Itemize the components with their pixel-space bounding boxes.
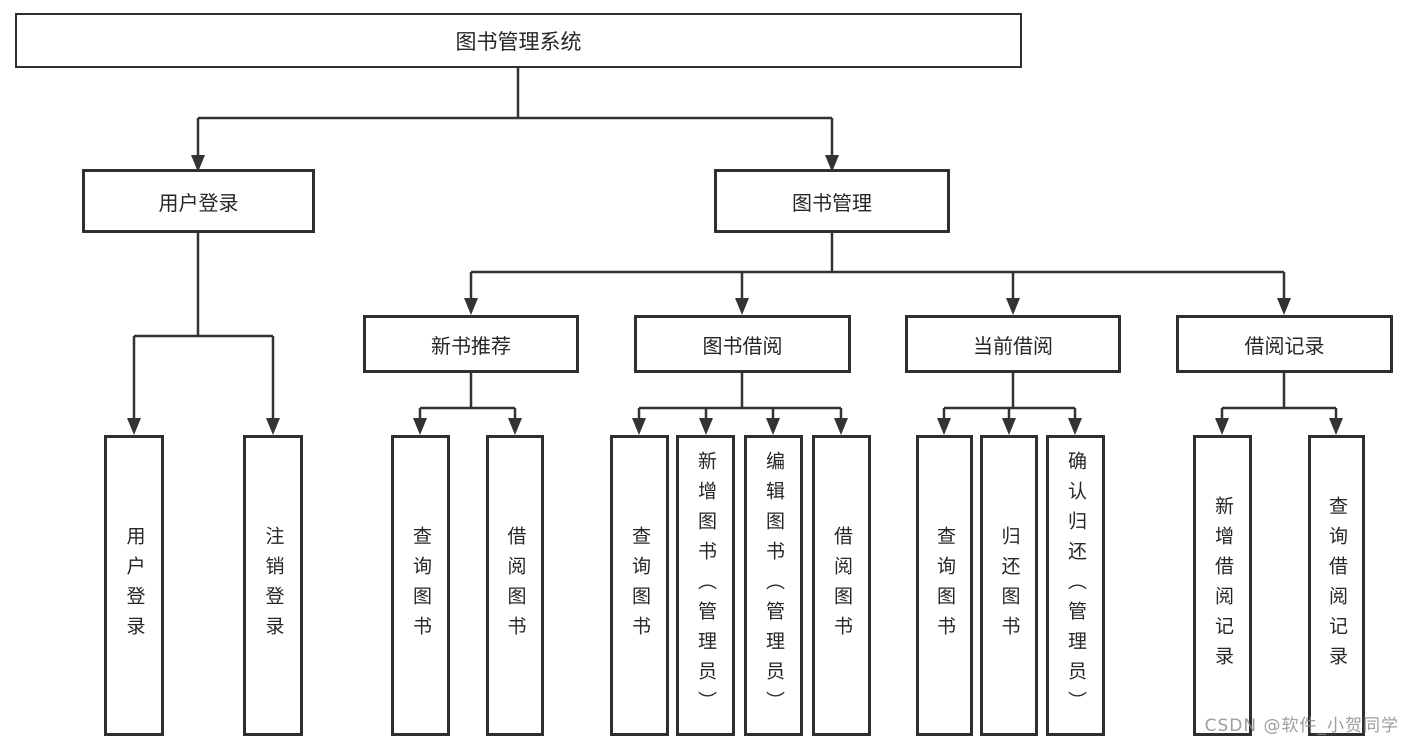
node-label: 当前借阅	[973, 333, 1053, 358]
node-book-borrow: 图书借阅	[634, 315, 851, 373]
leaf-edit-books-admin: 编辑图书（管理员）	[744, 435, 803, 736]
node-label: 借阅图书	[831, 525, 853, 646]
node-label: 确认归还（管理员）	[1065, 450, 1087, 721]
node-label: 查询图书	[934, 525, 956, 646]
node-label: 图书借阅	[702, 333, 783, 358]
node-book-management: 图书管理	[714, 169, 950, 233]
leaf-query-books-2: 查询图书	[610, 435, 669, 736]
node-current-borrow: 当前借阅	[905, 315, 1121, 373]
node-label: 图书管理系统	[455, 29, 582, 54]
node-label: 新书推荐	[431, 333, 511, 358]
leaf-return-books: 归还图书	[980, 435, 1038, 736]
node-label: 图书管理	[792, 190, 872, 215]
leaf-add-borrow-record: 新增借阅记录	[1193, 435, 1252, 736]
leaf-borrow-books-1: 借阅图书	[486, 435, 544, 736]
leaf-confirm-return-admin: 确认归还（管理员）	[1046, 435, 1105, 736]
leaf-query-books-1: 查询图书	[391, 435, 450, 736]
node-user-login: 用户登录	[82, 169, 315, 233]
node-label: 用户登录	[158, 190, 239, 215]
node-label: 归还图书	[998, 525, 1021, 646]
leaf-query-books-3: 查询图书	[916, 435, 973, 736]
node-label: 查询借阅记录	[1326, 495, 1348, 676]
node-label: 用户登录	[123, 525, 146, 646]
node-new-book-recommend: 新书推荐	[363, 315, 579, 373]
leaf-user-login: 用户登录	[104, 435, 164, 736]
leaf-query-borrow-record: 查询借阅记录	[1308, 435, 1365, 736]
leaf-add-books-admin: 新增图书（管理员）	[676, 435, 735, 736]
node-label: 查询图书	[629, 525, 651, 646]
node-label: 借阅图书	[504, 525, 527, 646]
node-label: 新增借阅记录	[1212, 495, 1234, 676]
node-label: 借阅记录	[1244, 333, 1325, 358]
node-label: 查询图书	[410, 525, 432, 646]
node-label: 编辑图书（管理员）	[763, 450, 785, 721]
node-label: 注销登录	[262, 525, 285, 646]
node-borrow-records: 借阅记录	[1176, 315, 1393, 373]
csdn-watermark: CSDN @软件_小贺同学	[1204, 716, 1399, 736]
node-root-system: 图书管理系统	[15, 13, 1022, 68]
leaf-logout: 注销登录	[243, 435, 303, 736]
node-label: 新增图书（管理员）	[695, 450, 717, 721]
leaf-borrow-books-2: 借阅图书	[812, 435, 871, 736]
